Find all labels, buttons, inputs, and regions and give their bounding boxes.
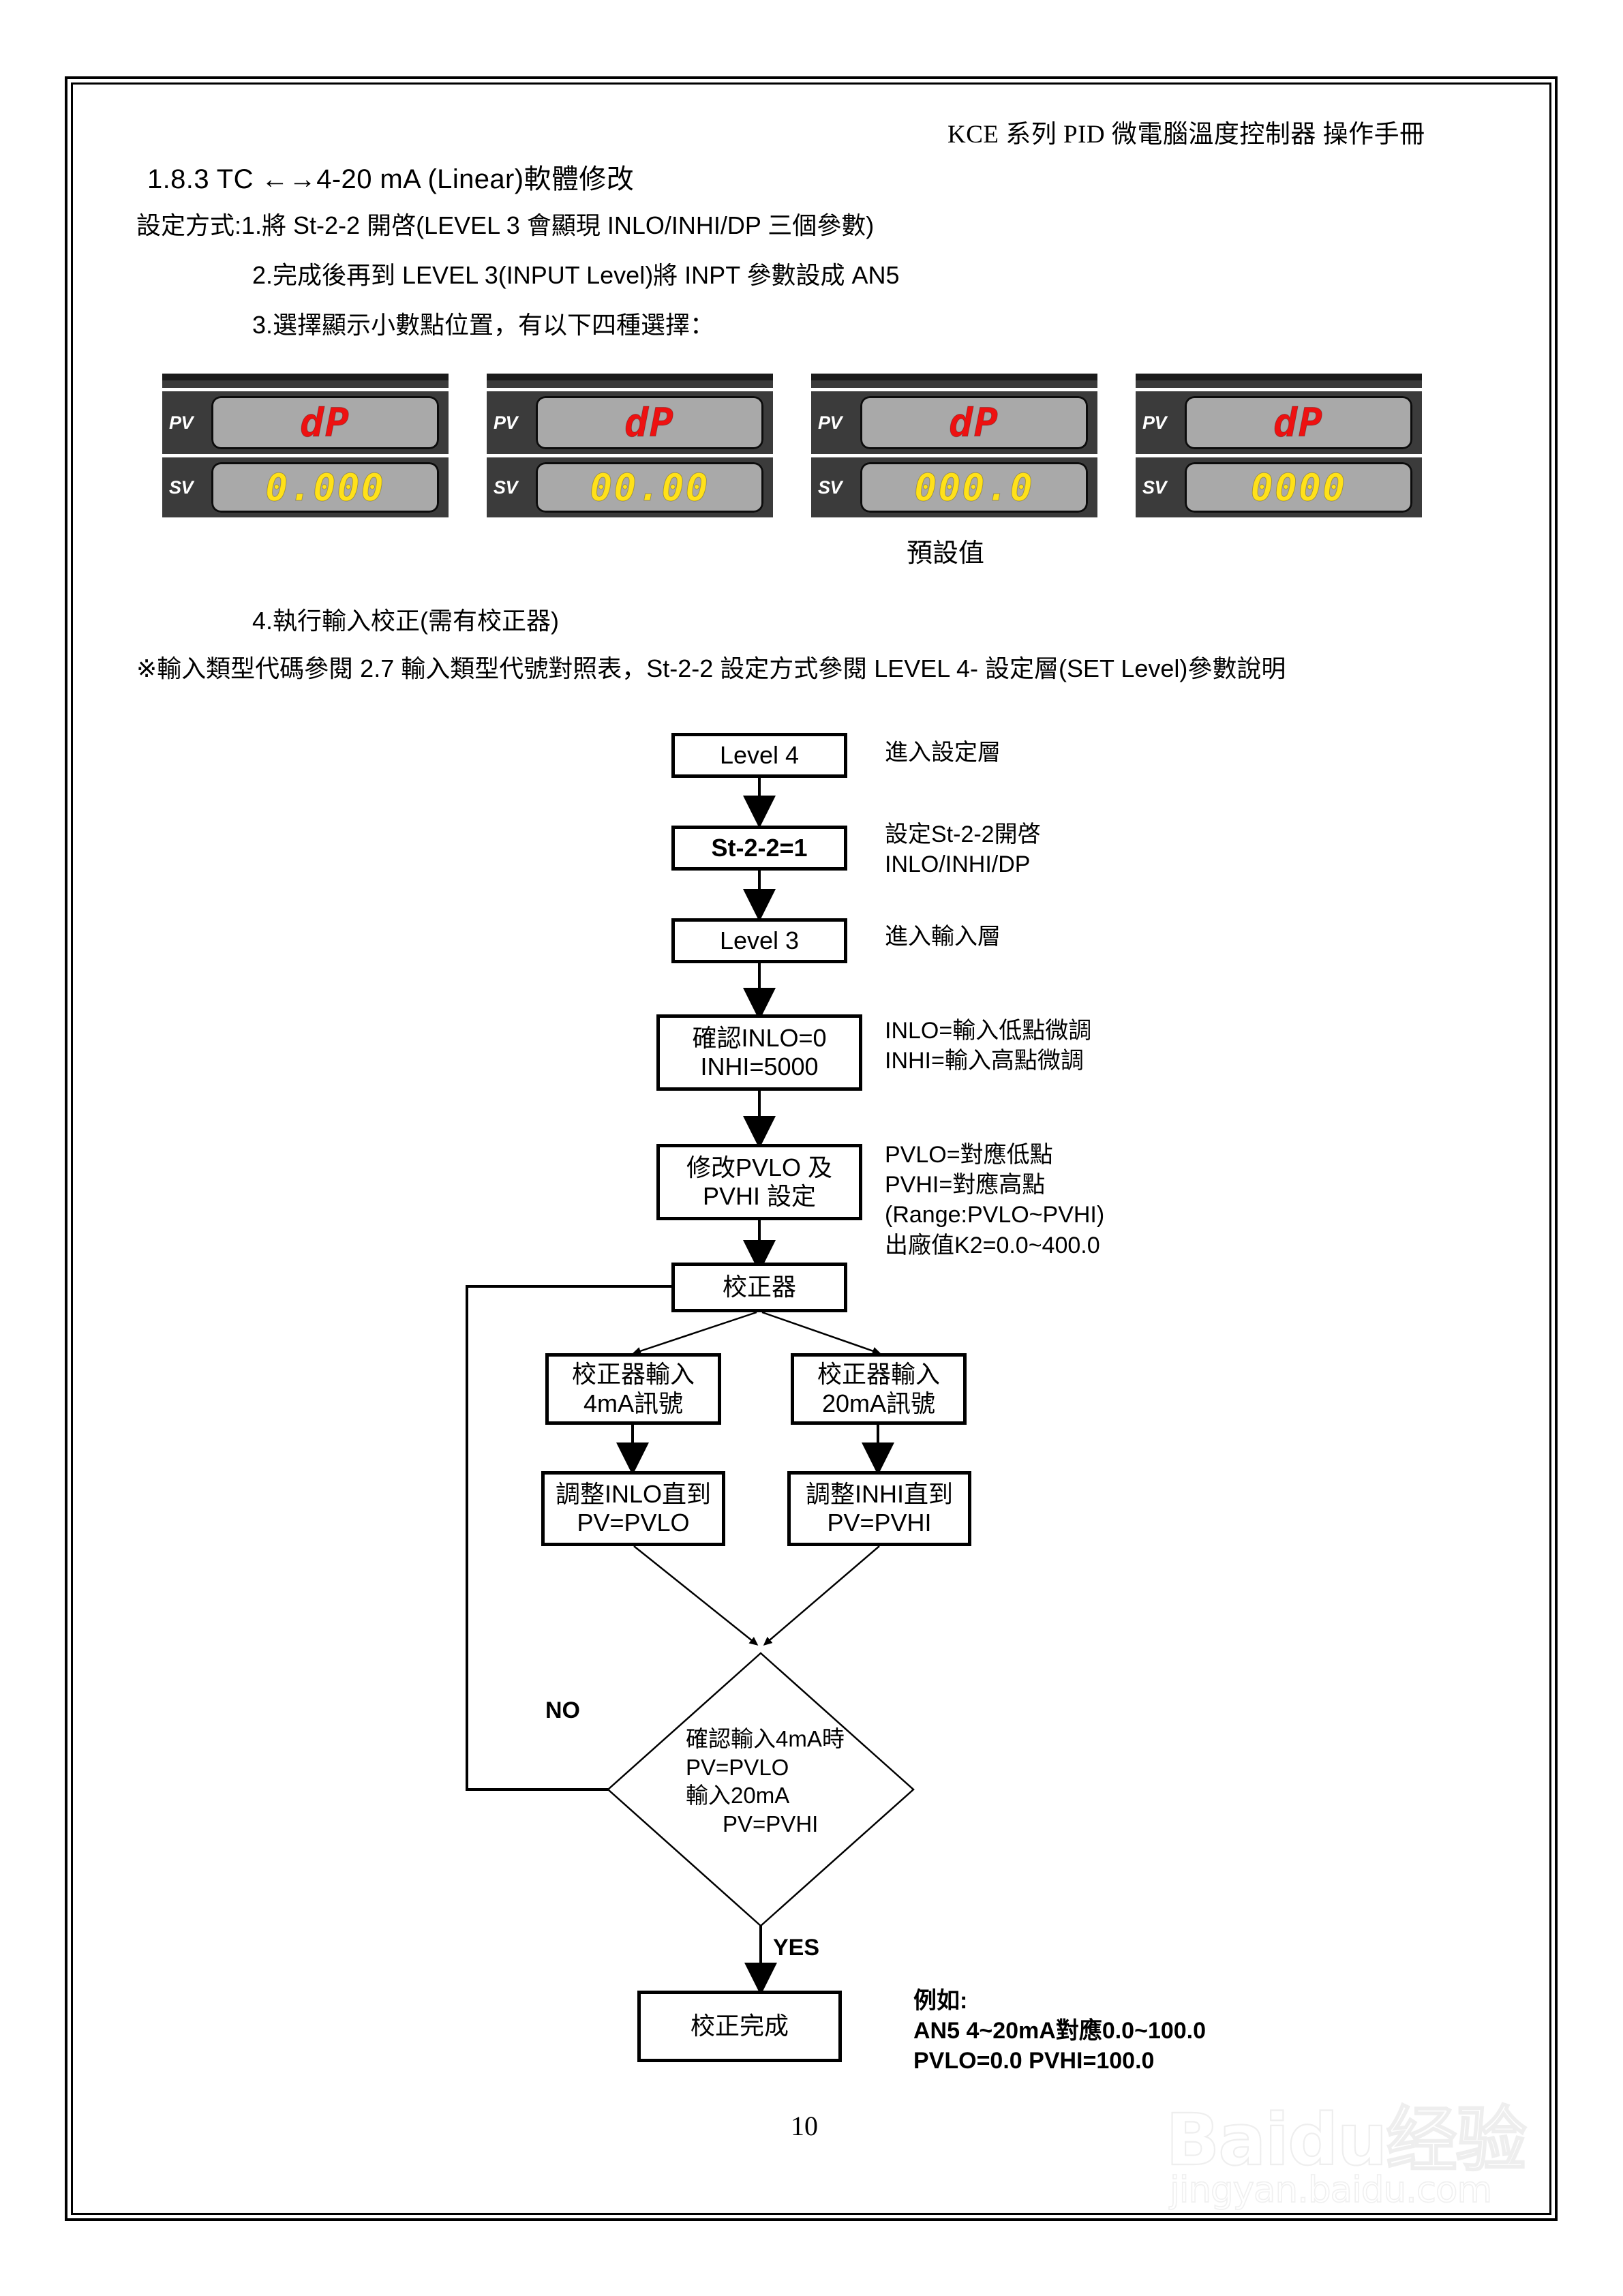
pv-label: PV bbox=[818, 412, 843, 433]
panel-pv-row: PV dP bbox=[1136, 391, 1422, 457]
flow-edge-label-yes: YES bbox=[773, 1935, 820, 1961]
panel-top-bar bbox=[487, 374, 773, 391]
pv-lcd-display: dP bbox=[860, 396, 1088, 449]
annotation-example-line1: 例如: bbox=[913, 1988, 968, 2014]
setup-step-2: 2.完成後再到 LEVEL 3(INPUT Level)將 INPT 參數設成 … bbox=[252, 261, 900, 289]
annotation-st22: 設定St-2-2開啓 INLO/INHI/DP bbox=[885, 819, 1041, 879]
panel-sv-row: SV 0000 bbox=[1136, 457, 1422, 517]
annotation-pvlo-line3: (Range:PVLO~PVHI) bbox=[885, 1202, 1105, 1228]
annotation-pvlo-line4: 出廠值K2=0.0~400.0 bbox=[885, 1232, 1100, 1258]
page-border-inner bbox=[71, 82, 1551, 2215]
sv-lcd-display: 0000 bbox=[1185, 462, 1412, 513]
sv-lcd-display: 000.0 bbox=[860, 462, 1088, 513]
decision-line1: 確認輸入4mA時 bbox=[686, 1726, 845, 1751]
panel-top-bar bbox=[162, 374, 449, 391]
cal-input-4ma-line1: 校正器輸入 bbox=[571, 1360, 695, 1389]
pv-lcd-display: dP bbox=[211, 396, 439, 449]
panel-sv-row: SV 0.000 bbox=[162, 457, 449, 517]
panel-top-bar bbox=[1136, 374, 1422, 391]
pv-lcd-display: dP bbox=[536, 396, 763, 449]
setup-step-3: 3.選擇顯示小數點位置，有以下四種選擇： bbox=[252, 311, 715, 339]
flow-node-confirm-inlo: 確認INLO=0 INHI=5000 bbox=[656, 1014, 862, 1091]
document-header-title: KCE 系列 PID 微電腦溫度控制器 操作手冊 bbox=[947, 121, 1425, 149]
pv-label: PV bbox=[169, 412, 194, 433]
controller-panel-dp-1decimal-default: PV dP SV 000.0 bbox=[811, 374, 1097, 517]
sv-label: SV bbox=[818, 477, 843, 498]
flow-node-adjust-inhi: 調整INHI直到 PV=PVHI bbox=[787, 1471, 971, 1546]
annotation-pvlo-line2: PVHI=對應高點 bbox=[885, 1172, 1046, 1198]
modify-pvlo-line1: 修改PVLO 及 bbox=[686, 1153, 833, 1181]
cal-input-20ma-line2: 20mA訊號 bbox=[821, 1389, 936, 1417]
controller-panel-dp-0decimals: PV dP SV 0000 bbox=[1136, 374, 1422, 517]
annotation-inlo-inhi: INLO=輸入低點微調 INHI=輸入高點微調 bbox=[885, 1016, 1091, 1076]
decision-line4: PV=PVHI bbox=[723, 1811, 819, 1837]
flow-node-level4: Level 4 bbox=[671, 733, 847, 778]
annotation-level3: 進入輸入層 bbox=[885, 924, 1001, 950]
page-border-outer bbox=[65, 76, 1558, 2221]
section-heading: 1.8.3 TC ←→4-20 mA (Linear)軟體修改 bbox=[147, 164, 635, 194]
pv-label: PV bbox=[1142, 412, 1167, 433]
adjust-inhi-line2: PV=PVHI bbox=[827, 1509, 932, 1537]
flow-node-modify-pvlo-pvhi: 修改PVLO 及 PVHI 設定 bbox=[656, 1144, 862, 1220]
flow-edge-label-no: NO bbox=[545, 1697, 580, 1723]
panel-pv-row: PV dP bbox=[811, 391, 1097, 457]
sv-segment-value: 000.0 bbox=[914, 465, 1034, 509]
sv-label: SV bbox=[494, 477, 518, 498]
flow-node-calibrator: 校正器 bbox=[671, 1263, 847, 1312]
flow-node-calibration-done: 校正完成 bbox=[637, 1991, 842, 2062]
panel-pv-row: PV dP bbox=[487, 391, 773, 457]
default-value-caption: 預設值 bbox=[907, 539, 985, 568]
decision-line2: PV=PVLO bbox=[686, 1754, 789, 1780]
controller-panel-dp-2decimals: PV dP SV 00.00 bbox=[487, 374, 773, 517]
flow-node-st22: St-2-2=1 bbox=[671, 826, 847, 871]
controller-panel-dp-3decimals: PV dP SV 0.000 bbox=[162, 374, 449, 517]
page-number: 10 bbox=[791, 2111, 818, 2141]
adjust-inhi-line1: 調整INHI直到 bbox=[805, 1479, 953, 1508]
pv-segment-text: dP bbox=[1273, 399, 1324, 446]
setup-step-1: 設定方式:1.將 St-2-2 開啓(LEVEL 3 會顯現 INLO/INHI… bbox=[136, 211, 875, 239]
annotation-example-line3: PVLO=0.0 PVHI=100.0 bbox=[913, 2048, 1155, 2074]
panel-sv-row: SV 000.0 bbox=[811, 457, 1097, 517]
flow-node-level3: Level 3 bbox=[671, 918, 847, 963]
panel-pv-row: PV dP bbox=[162, 391, 449, 457]
confirm-inlo-line2: INHI=5000 bbox=[700, 1053, 819, 1081]
annotation-pvlo-pvhi: PVLO=對應低點 PVHI=對應高點 (Range:PVLO~PVHI) 出廠… bbox=[885, 1140, 1104, 1260]
flow-node-adjust-inlo: 調整INLO直到 PV=PVLO bbox=[541, 1471, 725, 1546]
flow-node-decision-text: 確認輸入4mA時 PV=PVLO 輸入20mA PV=PVHI bbox=[682, 1725, 913, 1838]
confirm-inlo-line1: 確認INLO=0 bbox=[692, 1023, 827, 1052]
sv-lcd-display: 00.00 bbox=[536, 462, 763, 513]
annotation-example: 例如: AN5 4~20mA對應0.0~100.0 PVLO=0.0 PVHI=… bbox=[913, 1986, 1206, 2076]
sv-label: SV bbox=[1142, 477, 1167, 498]
setup-step-4: 4.執行輸入校正(需有校正器) bbox=[252, 607, 560, 635]
sv-segment-value: 0.000 bbox=[265, 465, 385, 509]
pv-label: PV bbox=[494, 412, 518, 433]
sv-segment-value: 0000 bbox=[1250, 465, 1347, 509]
pv-segment-text: dP bbox=[300, 399, 350, 446]
annotation-example-line2: AN5 4~20mA對應0.0~100.0 bbox=[913, 2018, 1207, 2044]
annotation-inlo-line2: INHI=輸入高點微調 bbox=[885, 1048, 1084, 1074]
flow-node-cal-input-20ma: 校正器輸入 20mA訊號 bbox=[791, 1353, 967, 1425]
adjust-inlo-line2: PV=PVLO bbox=[577, 1509, 690, 1537]
flow-node-cal-input-4ma: 校正器輸入 4mA訊號 bbox=[545, 1353, 721, 1425]
pv-segment-text: dP bbox=[949, 399, 999, 446]
cal-input-4ma-line2: 4mA訊號 bbox=[583, 1389, 684, 1417]
annotation-pvlo-line1: PVLO=對應低點 bbox=[885, 1142, 1053, 1168]
cal-input-20ma-line1: 校正器輸入 bbox=[817, 1360, 940, 1389]
adjust-inlo-line1: 調整INLO直到 bbox=[555, 1479, 712, 1508]
annotation-st22-line2: INLO/INHI/DP bbox=[885, 851, 1031, 878]
sv-lcd-display: 0.000 bbox=[211, 462, 439, 513]
annotation-level4: 進入設定層 bbox=[885, 740, 1001, 766]
annotation-st22-line1: 設定St-2-2開啓 bbox=[885, 821, 1041, 847]
reference-note: ※輸入類型代碼參閱 2.7 輸入類型代號對照表，St-2-2 設定方式參閱 LE… bbox=[136, 654, 1286, 682]
panel-sv-row: SV 00.00 bbox=[487, 457, 773, 517]
sv-segment-value: 00.00 bbox=[590, 465, 710, 509]
panel-top-bar bbox=[811, 374, 1097, 391]
decision-line3: 輸入20mA bbox=[686, 1783, 790, 1809]
annotation-inlo-line1: INLO=輸入低點微調 bbox=[885, 1018, 1092, 1044]
pv-segment-text: dP bbox=[624, 399, 675, 446]
sv-label: SV bbox=[169, 477, 194, 498]
modify-pvlo-line2: PVHI 設定 bbox=[702, 1182, 817, 1210]
pv-lcd-display: dP bbox=[1185, 396, 1412, 449]
